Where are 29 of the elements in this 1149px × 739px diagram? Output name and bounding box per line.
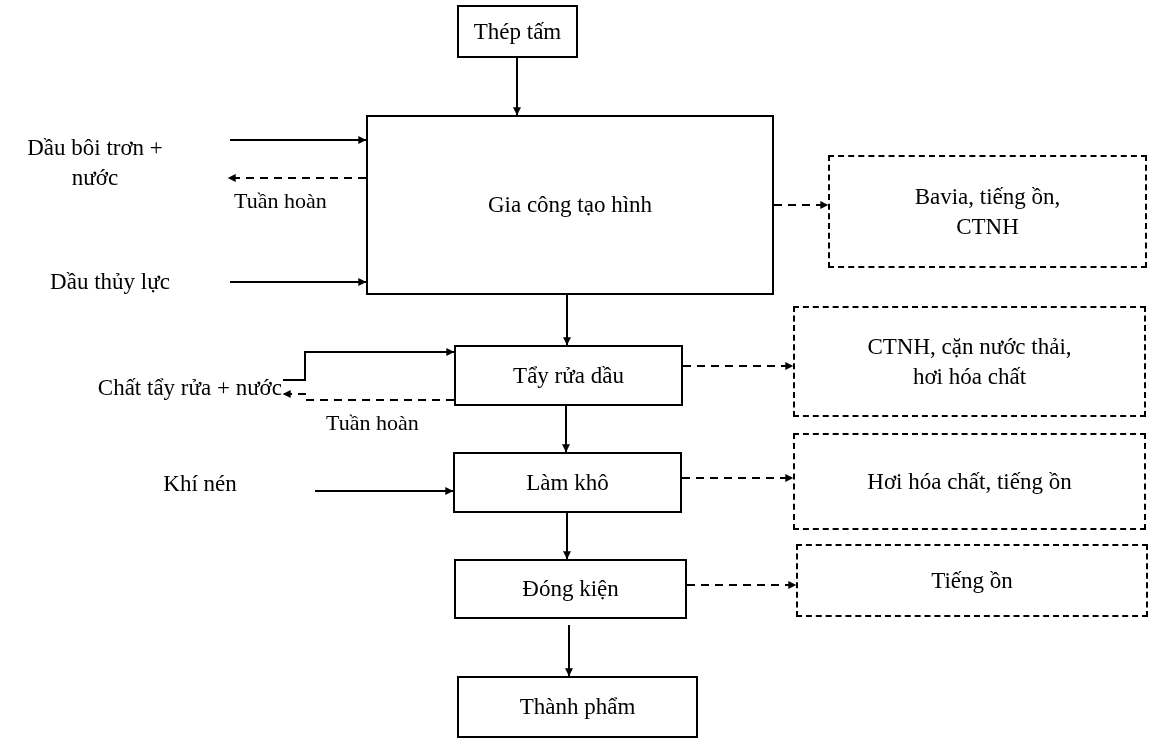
process-box: Đóng kiện xyxy=(454,559,687,619)
process-box: Thép tấm xyxy=(457,5,578,58)
dashed-arrow xyxy=(681,474,794,482)
dashed-arrow xyxy=(773,201,829,209)
input-text: Dầu bôi trơn + nước xyxy=(5,125,185,200)
arrow xyxy=(229,136,367,144)
process-box: Gia công tạo hình xyxy=(366,115,774,295)
output-box: CTNH, cặn nước thải, hơi hóa chất xyxy=(793,306,1146,417)
input-text: Chất tẩy rửa + nước xyxy=(10,368,282,408)
arrow xyxy=(282,348,455,381)
arrow xyxy=(565,624,573,677)
dashed-arrow xyxy=(227,174,367,182)
input-text: Dầu thủy lực xyxy=(10,262,210,302)
arrow xyxy=(513,57,521,116)
arrow xyxy=(563,294,571,346)
arrow xyxy=(229,278,367,286)
output-box: Hơi hóa chất, tiếng ồn xyxy=(793,433,1146,530)
dashed-arrow xyxy=(686,581,797,589)
dashed-arrow xyxy=(282,390,455,401)
process-box: Thành phẩm xyxy=(457,676,698,738)
arrow xyxy=(563,512,571,560)
process-box: Tẩy rửa dầu xyxy=(454,345,683,406)
dashed-arrow xyxy=(682,362,794,370)
arrow xyxy=(314,487,454,495)
process-box: Làm khô xyxy=(453,452,682,513)
arrow xyxy=(562,405,570,453)
output-box: Bavia, tiếng ồn, CTNH xyxy=(828,155,1147,268)
input-text: Khí nén xyxy=(150,465,250,503)
output-box: Tiếng ồn xyxy=(796,544,1148,617)
